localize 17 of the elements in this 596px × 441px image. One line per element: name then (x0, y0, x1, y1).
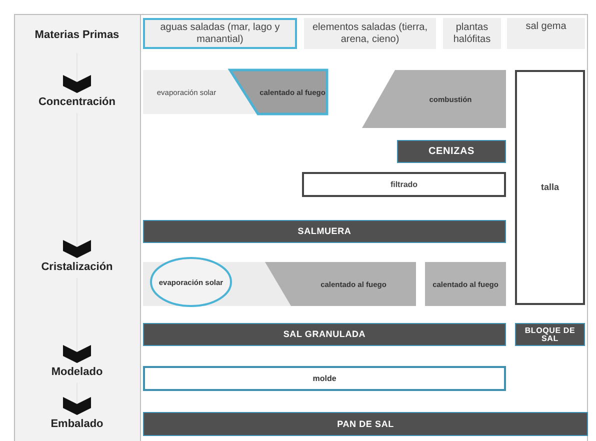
product-bar: SALMUERA (143, 220, 506, 243)
stage-label: Materias Primas (34, 29, 120, 43)
source-box: sal gema (507, 18, 585, 49)
product-bar: CENIZAS (397, 140, 506, 163)
product-bar: PAN DE SAL (143, 412, 588, 436)
stage-label: Cristalización (41, 261, 113, 275)
source-box: plantas halófitas (443, 18, 501, 49)
product-bar: SAL GRANULADA (143, 323, 506, 346)
stage-label: Modelado (51, 366, 103, 380)
process-box: molde (143, 366, 506, 391)
stage-label: Embalado (50, 418, 104, 432)
source-box: aguas saladas (mar, lago y manantial) (143, 18, 297, 49)
stage-label: Concentración (38, 96, 116, 110)
source-box: elementos saladas (tierra, arena, cieno) (304, 18, 436, 49)
process-box: filtrado (302, 172, 506, 197)
product-bar: BLOQUE DE SAL (515, 323, 585, 346)
process-box: talla (515, 70, 585, 305)
